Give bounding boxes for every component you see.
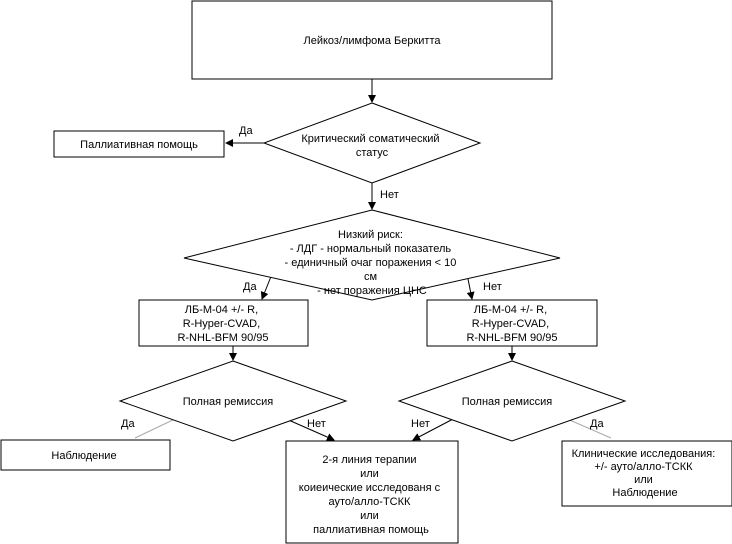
decision-critical: [262, 102, 482, 184]
edge-label-remission-left-no: Нет: [307, 418, 326, 430]
node-observation-label: Наблюдение: [51, 450, 116, 462]
decision-remission-right-label: Полная ремиссия: [462, 396, 552, 408]
edge-label-lowrisk-yes: Да: [243, 281, 257, 293]
node-second-line: [285, 440, 459, 544]
decision-remission-left: [118, 360, 348, 442]
node-regimen-left: [138, 299, 309, 347]
edge-remission-right-clinical: [564, 417, 612, 439]
decision-remission-right: [397, 360, 627, 442]
edge-label-remission-left-yes: Да: [121, 418, 135, 430]
node-second-line-label: 2-я линия терапии или коиеические исслед…: [299, 454, 443, 536]
node-palliative-label: Паллиативная помощь: [80, 139, 198, 151]
edge-label-lowrisk-no: Нет: [483, 281, 502, 293]
edge-label-remission-right-no: Нет: [411, 418, 430, 430]
node-root: [191, 0, 553, 80]
decision-critical-label: Критический соматический статус: [301, 133, 442, 159]
node-regimen-right-label: ЛБ-М-04 +/- R, R-Hyper-CVAD, R-NHL-BFM 9…: [466, 304, 557, 344]
node-regimen-left-label: ЛБ-М-04 +/- R, R-Hyper-CVAD, R-NHL-BFM 9…: [177, 304, 268, 344]
connectors: [134, 79, 612, 441]
node-root-label: Лейкоз/лимфома Беркитта: [303, 35, 441, 47]
edge-label-remission-right-yes: Да: [590, 418, 604, 430]
edge-remission-right-second: [412, 417, 456, 441]
decision-lowrisk-label: Низкий риск: - ЛДГ - нормальный показате…: [285, 229, 460, 297]
edge-label-critical-yes: Да: [239, 125, 253, 137]
node-regimen-right: [426, 299, 598, 347]
node-clinical: [561, 440, 732, 507]
edge-lowrisk-left: [260, 273, 273, 300]
edge-remission-left-second: [283, 417, 335, 441]
edge-label-critical-no: Нет: [380, 189, 399, 201]
decision-remission-left-label: Полная ремиссия: [183, 396, 273, 408]
node-clinical-label: Клинические исследования: +/- ауто/алло-…: [572, 448, 719, 499]
decision-lowrisk: [183, 209, 561, 301]
edge-remission-left-observation: [134, 417, 178, 439]
node-palliative: [53, 130, 225, 158]
node-observation: [0, 439, 171, 471]
